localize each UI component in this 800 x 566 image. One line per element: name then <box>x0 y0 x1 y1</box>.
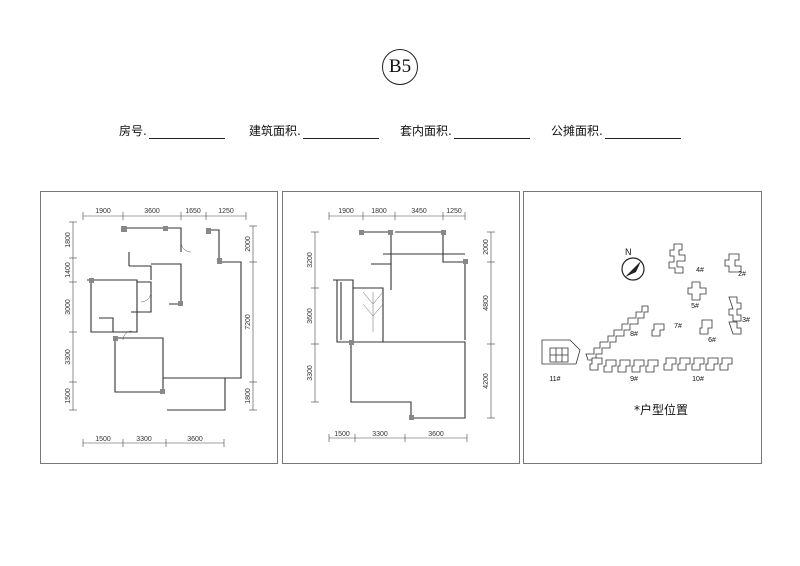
plan2-left-dim-2: 3600 <box>307 308 314 324</box>
plan1-bottom-dim-1: 1500 <box>95 436 111 443</box>
site-plan: N 2# 3# 4# 5# 6# 7# 8# 9# 10# 11# <box>541 243 750 383</box>
building-area-field: 建筑面积. <box>249 122 379 139</box>
floor-plan-panel-1: 1900 3600 1650 1250 1500 3300 3600 1800 … <box>40 191 278 464</box>
plan2-top-dim-1: 1900 <box>338 208 354 215</box>
building-2-label: 2# <box>738 271 746 278</box>
plan1-bottom-dim-3: 3600 <box>187 436 203 443</box>
plan2-left-dim-1: 3200 <box>307 252 314 268</box>
interior-area-label: 套内面积. <box>400 124 452 138</box>
plan1-right-dim-2: 7200 <box>245 314 252 330</box>
plan1-left-dim-4: 3300 <box>65 349 72 365</box>
unit-code: B5 <box>388 56 412 77</box>
plan2-bottom-dim-1: 1500 <box>334 431 350 438</box>
building-7-label: 7# <box>674 323 682 330</box>
plan1-top-dim-3: 1650 <box>185 208 201 215</box>
unit-location-caption: *户型位置 <box>634 403 689 417</box>
building-3-label: 3# <box>742 317 750 324</box>
building-4-label: 4# <box>696 267 704 274</box>
building-10-label: 10# <box>692 376 704 383</box>
plan2-top-dim-2: 1800 <box>371 208 387 215</box>
shared-area-field: 公摊面积. <box>551 122 681 139</box>
building-6-label: 6# <box>708 337 716 344</box>
plan2-bottom-dim-3: 3600 <box>428 431 444 438</box>
building-area-line <box>302 126 379 139</box>
site-plan-panel: N 2# 3# 4# 5# 6# 7# 8# 9# 10# 11# <box>523 191 762 464</box>
room-number-field: 房号. <box>119 122 225 139</box>
building-9-label: 9# <box>630 376 638 383</box>
floor-plan-2: 1900 1800 3450 1250 1500 3300 3600 3200 … <box>307 208 495 442</box>
plan2-bottom-dim-2: 3300 <box>372 431 388 438</box>
building-8-label: 8# <box>630 331 638 338</box>
plan1-left-dim-1: 1800 <box>65 232 72 248</box>
plan1-right-dim-3: 1800 <box>245 388 252 404</box>
plan1-left-dim-3: 3000 <box>65 299 72 315</box>
plan2-top-dim-4: 1250 <box>446 208 462 215</box>
plan1-top-dim-4: 1250 <box>218 208 234 215</box>
north-arrow-icon: N <box>621 247 645 281</box>
plan1-top-dim-2: 3600 <box>144 208 160 215</box>
shared-area-label: 公摊面积. <box>551 124 603 138</box>
north-label: N <box>625 247 632 257</box>
plan2-top-dim-3: 3450 <box>411 208 427 215</box>
plan1-right-dim-1: 2000 <box>245 236 252 252</box>
unit-code-badge: B5 <box>382 49 418 85</box>
building-area-label: 建筑面积. <box>249 124 301 138</box>
shared-area-line <box>604 126 681 139</box>
interior-area-field: 套内面积. <box>400 122 530 139</box>
plan1-top-dim-1: 1900 <box>95 208 111 215</box>
plan1-left-dim-5: 1500 <box>65 388 72 404</box>
plan2-left-dim-3: 3300 <box>307 365 314 381</box>
building-11-label: 11# <box>549 376 560 383</box>
plan2-right-dim-3: 4200 <box>483 373 490 389</box>
room-number-line <box>148 126 225 139</box>
room-number-label: 房号. <box>119 124 147 138</box>
plan2-right-dim-1: 2000 <box>483 239 490 255</box>
floor-plan-panel-2: 1900 1800 3450 1250 1500 3300 3600 3200 … <box>282 191 520 464</box>
plan1-left-dim-2: 1400 <box>65 262 72 278</box>
plan1-bottom-dim-2: 3300 <box>136 436 152 443</box>
plan2-right-dim-2: 4800 <box>483 295 490 311</box>
building-5-label: 5# <box>691 303 699 310</box>
floor-plan-1: 1900 3600 1650 1250 1500 3300 3600 1800 … <box>65 208 257 447</box>
interior-area-line <box>453 126 530 139</box>
